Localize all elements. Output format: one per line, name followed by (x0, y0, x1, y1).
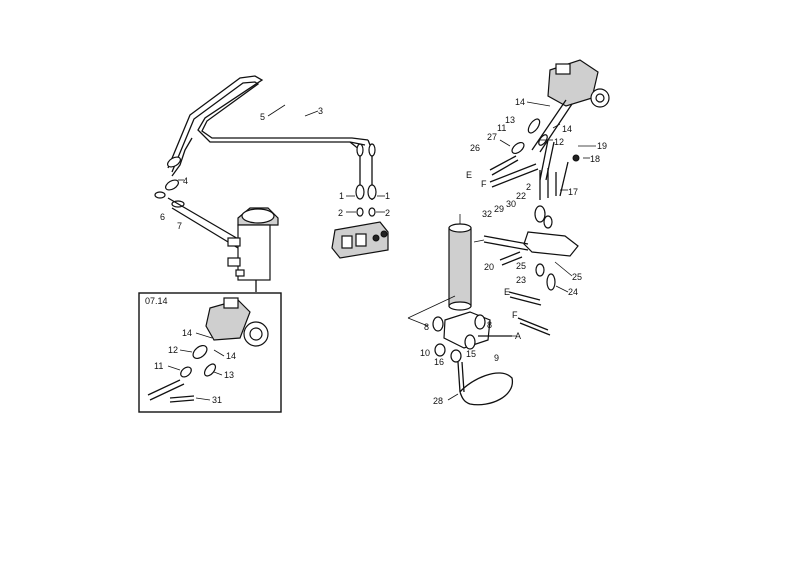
label-32: 32 (482, 209, 492, 219)
label-27: 27 (487, 132, 497, 142)
label-25a: 25 (516, 261, 526, 271)
label-13a: 13 (505, 115, 515, 125)
accumulator-cylinder (448, 214, 472, 311)
tube-line-assembly (167, 75, 373, 200)
label-23: 23 (516, 275, 526, 285)
label-A: A (515, 331, 521, 341)
callouts-left: 3 5 4 6 7 1 1 2 2 (160, 104, 390, 231)
label-14a: 14 (515, 97, 525, 107)
label-1a: 1 (339, 191, 344, 201)
label-25b: 25 (572, 272, 582, 282)
label-2c: 2 (526, 182, 531, 192)
label-F2: F (512, 310, 518, 320)
label-17: 17 (568, 187, 578, 197)
label-5: 5 (260, 112, 265, 122)
label-14d: 14 (226, 351, 236, 361)
label-1b: 1 (385, 191, 390, 201)
label-6: 6 (160, 212, 165, 222)
label-8b: 8 (487, 320, 492, 330)
label-28: 28 (433, 396, 443, 406)
label-24: 24 (568, 287, 578, 297)
label-2a: 2 (338, 208, 343, 218)
label-19: 19 (597, 141, 607, 151)
inset-title: 07.14 (145, 296, 168, 306)
label-F1: F (481, 179, 487, 189)
label-29: 29 (494, 204, 504, 214)
label-11b: 11 (154, 361, 163, 371)
label-14b: 14 (562, 124, 572, 134)
tube-fittings-left (154, 143, 377, 217)
lower-manifold (432, 311, 513, 406)
callouts-right: 14 13 11 27 12 14 26 E F 19 18 17 22 2 3… (407, 97, 607, 406)
label-E1: E (466, 170, 472, 180)
label-18: 18 (590, 154, 600, 164)
label-12b: 12 (168, 345, 178, 355)
label-11a: 11 (497, 123, 506, 133)
label-10: 10 (420, 348, 430, 358)
label-3: 3 (318, 106, 323, 116)
fittings-right-upper (489, 118, 580, 200)
label-13b: 13 (224, 370, 234, 380)
label-16: 16 (434, 357, 444, 367)
label-4: 4 (183, 176, 188, 186)
label-2b: 2 (385, 208, 390, 218)
distributor-block (483, 205, 579, 266)
label-20: 20 (484, 262, 494, 272)
fittings-right-middle (508, 263, 556, 336)
label-22: 22 (516, 191, 526, 201)
label-E2: E (504, 287, 510, 297)
pump-housing-left (227, 207, 279, 292)
label-8a: 8 (424, 322, 429, 332)
inset-detail-box: 07.14 14 14 12 11 13 31 (138, 292, 282, 413)
label-7: 7 (177, 221, 182, 231)
label-30: 30 (506, 199, 516, 209)
pump-housing-right (547, 59, 610, 108)
label-26: 26 (470, 143, 480, 153)
label-12a: 12 (554, 137, 564, 147)
label-14c: 14 (182, 328, 192, 338)
label-15: 15 (466, 349, 476, 359)
label-9: 9 (494, 353, 499, 363)
control-valve-block (331, 221, 389, 259)
label-31: 31 (212, 395, 222, 405)
